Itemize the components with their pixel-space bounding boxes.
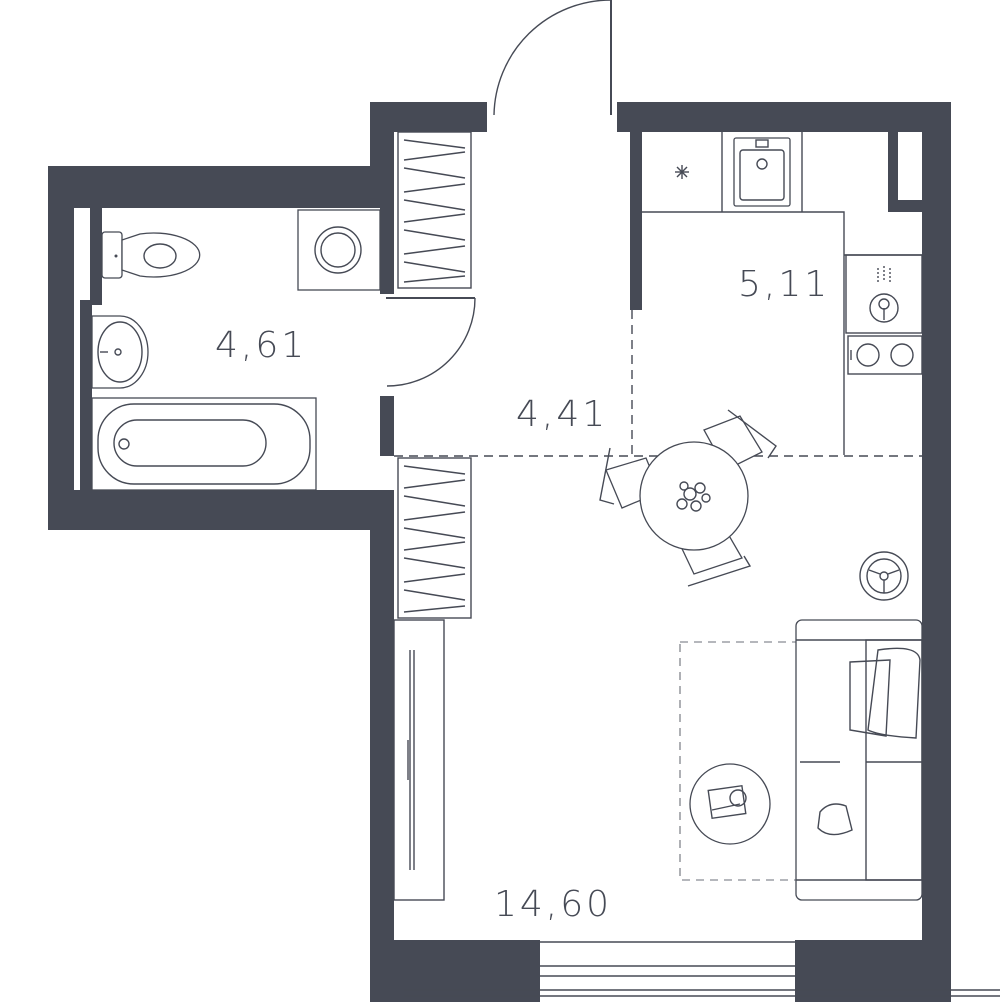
hall-area-label: 4,41 — [516, 394, 608, 435]
fridge-icon — [675, 165, 689, 179]
window-icon — [404, 941, 1000, 997]
hob-icon — [847, 335, 923, 375]
wardrobe-icon — [397, 131, 472, 289]
floor-lamp-icon — [859, 551, 909, 601]
bathroom-door-icon — [386, 297, 476, 387]
walls — [48, 102, 951, 1002]
flower-vase-icon — [676, 481, 711, 512]
kitchen-sink-icon — [733, 137, 791, 207]
coffee-table-icon — [689, 763, 771, 845]
bathroom-area-label: 4,61 — [215, 325, 307, 366]
chair-icon — [703, 409, 777, 471]
kitchen-area-label: 5,11 — [738, 264, 830, 305]
living-area-label: 14,60 — [494, 884, 612, 925]
cabinet-icon — [393, 619, 445, 901]
sink-icon — [91, 315, 149, 389]
wardrobe-icon — [397, 457, 472, 619]
stove-icon — [845, 254, 923, 334]
sofa-icon — [795, 619, 923, 901]
dining-table-icon — [599, 409, 777, 587]
zone-dividers — [394, 310, 922, 457]
toilet-icon — [101, 231, 201, 279]
washing-machine-icon — [297, 209, 381, 291]
bathtub-icon — [91, 397, 317, 491]
door-icon — [493, 0, 612, 116]
